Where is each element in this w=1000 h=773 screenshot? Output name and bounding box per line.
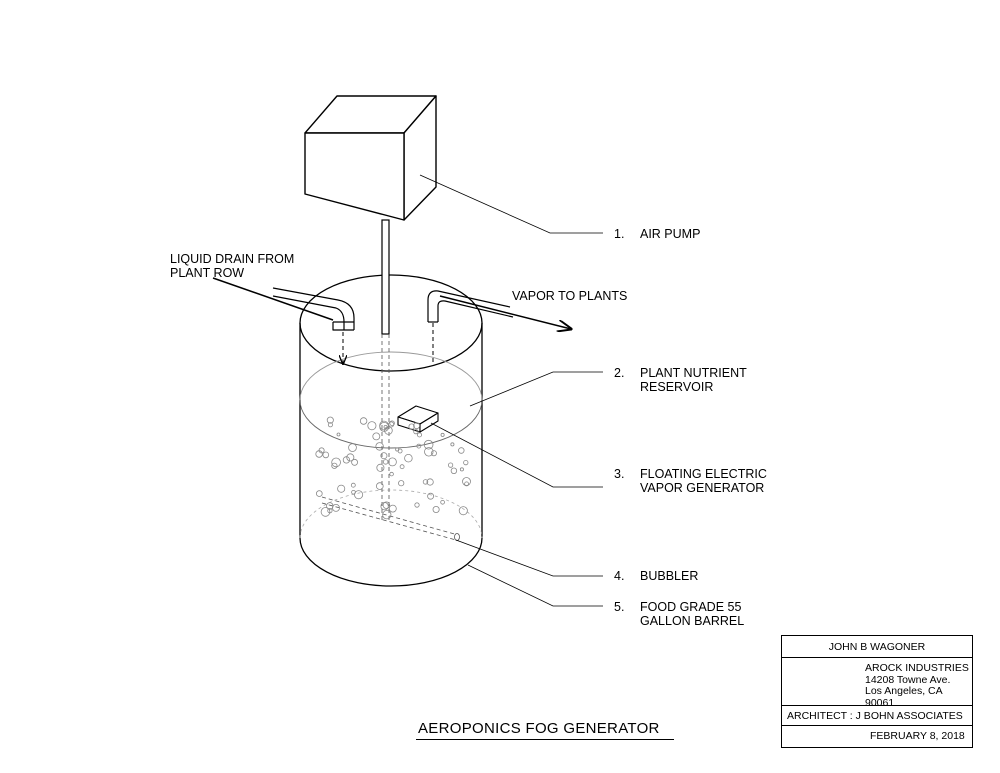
callout-3-number: 3. [614,467,624,481]
callout-3-label-line2: VAPOR GENERATOR [640,481,764,495]
callout-2-number: 2. [614,366,624,380]
callout-4-number: 4. [614,569,624,583]
bubble [373,433,380,440]
bubble [451,443,454,446]
callout-2-label-line1: PLANT NUTRIENT [640,366,747,380]
drain-label-line1: LIQUID DRAIN FROM [170,252,294,266]
bubble [460,468,463,471]
title-block-architect: ARCHITECT : J BOHN ASSOCIATES [782,706,972,726]
bubble [332,458,341,467]
title-block-date: FEBRUARY 8, 2018 [782,726,972,747]
title-block-company-info: AROCK INDUSTRIES 14208 Towne Ave. Los An… [782,658,972,706]
bubble [428,493,434,499]
leader-5 [468,565,603,606]
leader-4 [456,540,603,576]
bubble [316,491,322,497]
leader-2 [470,372,603,406]
bubble [381,503,388,510]
bubble [349,444,357,452]
bubble [337,433,340,436]
bubble [323,452,329,458]
bubble [383,460,388,465]
leader-lines [420,175,603,606]
drawing-title: AEROPONICS FOG GENERATOR [418,720,660,737]
bubble [405,454,413,462]
bubble [360,418,367,425]
bubbles [316,417,471,519]
callout-5-label-line1: FOOD GRADE 55 [640,600,741,614]
bubble [338,485,345,492]
bubble [448,463,452,467]
callout-5-label-line2: GALLON BARREL [640,614,744,628]
vapor-label: VAPOR TO PLANTS [512,289,627,303]
bubble [389,505,396,512]
air-line [382,220,389,334]
bubble [389,422,394,427]
title-block-company: AROCK INDUSTRIES [865,663,972,675]
bubble [368,422,376,430]
bubble [451,468,457,474]
callout-1-label: AIR PUMP [640,227,700,241]
callout-2-label-line2: RESERVOIR [640,380,713,394]
bubble [464,460,468,464]
bubble [376,483,383,490]
title-underline [416,739,674,740]
bubble [463,478,471,486]
title-block-name: JOHN B WAGONER [782,636,972,658]
bubble [417,433,421,437]
bubble [441,433,444,436]
bubble [332,463,337,468]
leader-3 [431,423,603,487]
bubble [377,464,384,471]
bubble [327,417,333,423]
bubble [390,472,394,476]
air-pump-box [305,96,436,220]
callout-3-label-line1: FLOATING ELECTRIC [640,467,767,481]
bubble [400,465,404,469]
leader-1 [420,175,603,233]
bubble [383,511,391,519]
bubble [355,491,363,499]
callout-4-label: BUBBLER [640,569,698,583]
bubbler [322,497,458,540]
title-block: JOHN B WAGONER AROCK INDUSTRIES 14208 To… [781,635,973,748]
callout-5-number: 5. [614,600,624,614]
bubble [459,507,467,515]
callout-1-number: 1. [614,227,624,241]
drain-label-line2: PLANT ROW [170,266,244,280]
bubble [388,458,396,466]
bubble [441,500,445,504]
bubble [351,483,355,487]
bubble [415,503,419,507]
bubble [399,481,404,486]
bubble [459,448,465,454]
bubbler-end [455,534,460,541]
bubble [433,506,439,512]
